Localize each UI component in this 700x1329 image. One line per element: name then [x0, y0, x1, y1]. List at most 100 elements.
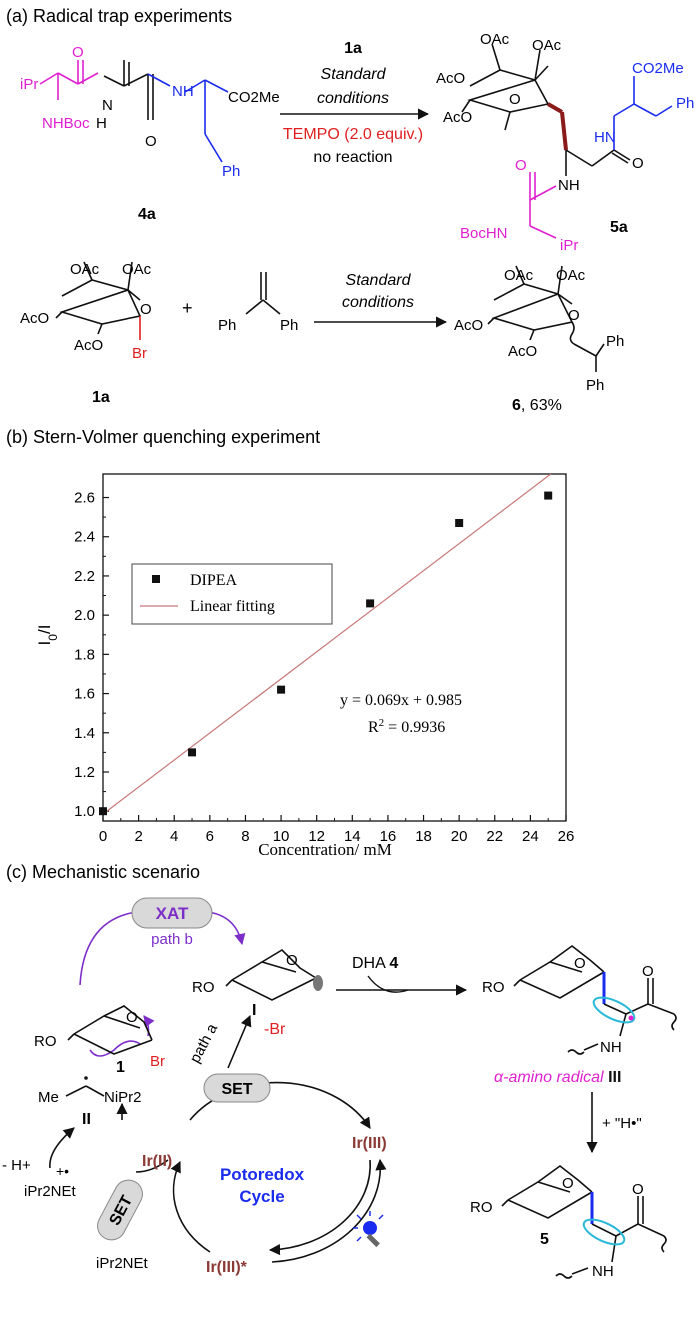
cycle-label-line1: Potoredox — [220, 1165, 305, 1184]
frag-ipr-5a: iPr — [560, 237, 578, 254]
frag-o-5a-amide: O — [632, 155, 644, 172]
frag-aco-6-1: AcO — [454, 317, 483, 334]
frag-nh-5: NH — [592, 1263, 614, 1280]
frag-ph-6-1: Ph — [606, 333, 624, 350]
frag-o-radical-III: O — [574, 955, 586, 972]
legend-box — [131, 563, 333, 625]
r2-letter: R — [368, 719, 379, 736]
y-tick-label: 2.2 — [74, 568, 95, 585]
frag-ro-radical-I: RO — [192, 979, 215, 996]
dha-label: DHA 4 — [352, 955, 398, 972]
path-b-label: path b — [151, 931, 193, 948]
label-I: I — [252, 1002, 256, 1019]
r1-conditions-line2: conditions — [317, 90, 389, 107]
x-tick-label: 8 — [241, 828, 249, 845]
frag-nh-III: NH — [600, 1039, 622, 1056]
frag-br-sugar-1: Br — [150, 1053, 165, 1070]
highlight-ellipse-5 — [582, 1218, 626, 1246]
frag-oac-5a-1: OAc — [480, 31, 510, 48]
y-tick-label: 2.0 — [74, 607, 95, 624]
y-tick-label: 1.8 — [74, 646, 95, 663]
n-bond — [85, 1085, 105, 1097]
x-tick-label: 16 — [380, 828, 397, 845]
plus-h-label: + "H•" — [602, 1115, 642, 1132]
minus-h-label: - H+ — [2, 1157, 31, 1174]
y-tick-label: 2.6 — [74, 490, 95, 507]
reactant-4a-structure — [39, 60, 229, 163]
alpha-amino-label: α-amino radical III — [494, 1069, 621, 1086]
y-axis-label: I0/I — [35, 625, 60, 646]
path-a-arrow — [227, 1014, 252, 1069]
amine-radical-cation: iPr2NEt — [24, 1183, 77, 1200]
frag-nh-5a: NH — [558, 177, 580, 194]
label-II: II — [82, 1111, 91, 1128]
frag-co2me-4a: CO2Me — [228, 89, 280, 106]
data-point-dipea — [455, 519, 464, 528]
legend-label-dipea: DIPEA — [190, 572, 238, 589]
x-tick-label: 20 — [451, 828, 468, 845]
x-tick-label: 14 — [344, 828, 361, 845]
frag-o-amide-5: O — [632, 1181, 644, 1198]
frag-oac-6-1: OAc — [504, 267, 534, 284]
y-label-sub: 0 — [46, 634, 60, 641]
x-tick-label: 0 — [99, 828, 107, 845]
y-tick-label: 1.4 — [74, 725, 95, 742]
light-bulb-icon — [353, 1211, 384, 1248]
ir-ii-label: Ir(II) — [142, 1153, 172, 1170]
y-label-main: I — [35, 641, 54, 646]
label-1: 1 — [116, 1059, 125, 1076]
x-tick-label: 6 — [206, 828, 214, 845]
dha-number: 4 — [389, 955, 398, 972]
sugar-1-structure — [67, 1005, 153, 1055]
sugar-1a-structure — [55, 261, 142, 340]
yield-6: , 63% — [521, 397, 562, 414]
frag-ro-sugar-1: RO — [34, 1033, 57, 1050]
y-tick-label: 1.2 — [74, 764, 95, 781]
r1-outcome: no reaction — [313, 149, 392, 166]
radical-orbital — [313, 975, 323, 991]
panel-a-title: (a) Radical trap experiments — [6, 6, 232, 26]
frag-aco-5a-2: AcO — [443, 109, 472, 126]
chart-legend: DIPEA Linear fitting — [131, 563, 333, 625]
x-axis-label: Concentration/ mM — [258, 840, 392, 859]
frag-ph-6-2: Ph — [586, 377, 604, 394]
frag-oac-6-2: OAc — [556, 267, 586, 284]
frag-nhboc-4a: NHBoc — [42, 115, 90, 132]
me-bond — [65, 1085, 87, 1097]
y-tick-label: 1.0 — [74, 803, 95, 820]
frag-oac-5a-2: OAc — [532, 37, 562, 54]
r1-additive: TEMPO (2.0 equiv.) — [283, 126, 423, 143]
frag-ph-4a: Ph — [222, 163, 240, 180]
radical-III-structure — [513, 944, 677, 1055]
frag-o-radical-I: O — [286, 952, 298, 969]
data-point-dipea — [99, 807, 107, 816]
set-pill-bottom — [97, 1179, 143, 1241]
label-4a: 4a — [138, 206, 156, 223]
radical-dot-III — [628, 1015, 634, 1021]
path-a-label: path a — [187, 1020, 222, 1065]
product-6-caption: 6, 63% — [512, 397, 562, 414]
frag-o-5a-ring: O — [509, 91, 521, 108]
frag-ipr-4a: iPr — [20, 76, 38, 93]
label-III: III — [608, 1069, 621, 1086]
plot-frame — [102, 473, 567, 822]
frag-o-6-ring: O — [568, 307, 580, 324]
x-tick-label: 18 — [415, 828, 432, 845]
linear-fit-line — [102, 473, 552, 815]
frag-o-1a-ring: O — [140, 301, 152, 318]
frag-aco-5a-1: AcO — [436, 70, 465, 87]
r2-exponent: 2 — [379, 717, 385, 729]
y-tick-label: 2.4 — [74, 529, 95, 546]
label-1a: 1a — [92, 389, 110, 406]
frag-ph-5a: Ph — [676, 95, 694, 112]
panel-c-title: (c) Mechanistic scenario — [6, 862, 200, 882]
y-tick-label: 1.6 — [74, 686, 95, 703]
data-point-dipea — [277, 685, 286, 694]
frag-o-amide-III: O — [642, 963, 654, 980]
x-tick-label: 4 — [170, 828, 178, 845]
reagent-1a-label: 1a — [344, 40, 362, 57]
frag-co2me-5a: CO2Me — [632, 60, 684, 77]
r1-conditions-line1: Standard — [321, 66, 387, 83]
